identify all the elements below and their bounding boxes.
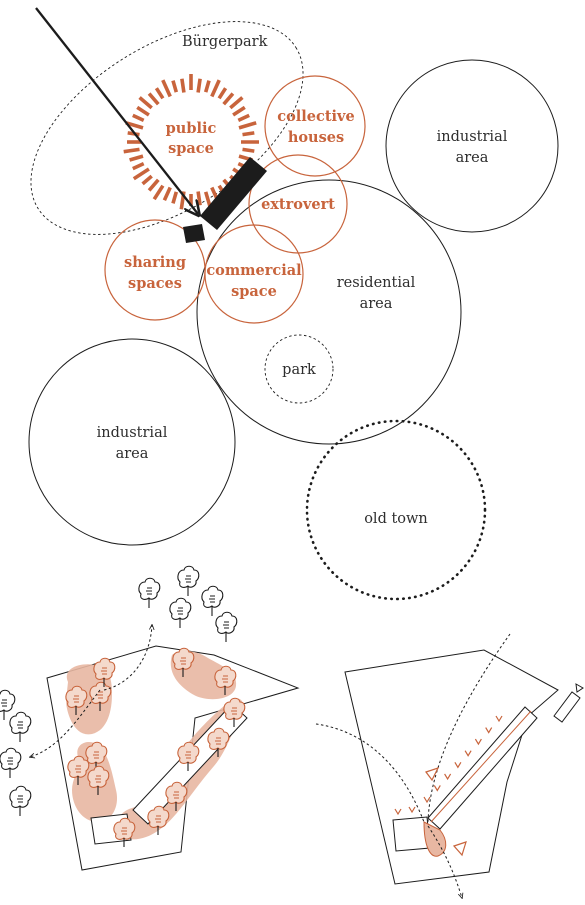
building-short-bar bbox=[183, 224, 205, 243]
access-arrow bbox=[35, 7, 198, 214]
chevron-marker-icon bbox=[444, 773, 452, 781]
entrance-triangle-2 bbox=[452, 841, 467, 857]
sharing-spaces-label-2: spaces bbox=[128, 275, 182, 292]
old-town-label: old town bbox=[364, 511, 428, 527]
chevron-marker-icon bbox=[485, 727, 493, 734]
entrance-triangle-1 bbox=[425, 766, 440, 782]
building-long-bar bbox=[200, 157, 267, 230]
path-north bbox=[427, 633, 511, 823]
entrance-markers bbox=[394, 715, 503, 816]
industrial-area-left-label-1: industrial bbox=[97, 425, 168, 441]
residential-area-label-1: residential bbox=[337, 275, 416, 291]
burst-ray bbox=[229, 96, 244, 110]
buergerpark-ellipse bbox=[30, 21, 304, 235]
commercial-space-label-2: space bbox=[231, 283, 277, 300]
chevron-marker-icon bbox=[408, 806, 416, 814]
burst-ray bbox=[180, 78, 186, 93]
industrial-area-left-label-2: area bbox=[116, 446, 149, 462]
old-town-circle bbox=[305, 419, 487, 601]
burst-ray bbox=[242, 131, 255, 137]
gate-arrow-icon bbox=[575, 683, 584, 693]
public-space-label-1: public bbox=[166, 120, 217, 137]
burst-ray bbox=[237, 113, 250, 123]
burst-ray bbox=[132, 161, 145, 171]
chevron-marker-icon bbox=[394, 808, 402, 816]
chevron-marker-icon bbox=[454, 761, 462, 769]
burst-ray bbox=[203, 191, 212, 208]
park-label: park bbox=[282, 362, 316, 378]
industrial-area-top-label-2: area bbox=[456, 150, 489, 166]
public-space-label-2: space bbox=[168, 140, 214, 157]
commercial-space-circle bbox=[204, 224, 304, 324]
sharing-spaces-label-1: sharing bbox=[124, 254, 186, 271]
industrial-area-top-circle bbox=[385, 59, 559, 233]
gate-element bbox=[553, 691, 581, 723]
collective-houses-label-2: houses bbox=[288, 129, 344, 146]
burst-ray bbox=[138, 96, 153, 110]
chevron-marker-icon bbox=[474, 738, 482, 746]
burst-ray bbox=[161, 79, 172, 98]
extrovert-label: extrovert bbox=[261, 196, 335, 213]
site-outline-right bbox=[344, 649, 559, 885]
access-building-edge bbox=[430, 710, 532, 823]
burst-ray bbox=[141, 174, 153, 186]
path-south-arrow bbox=[427, 825, 462, 898]
chevron-marker-icon bbox=[423, 796, 431, 804]
burst-ray bbox=[171, 191, 179, 204]
burst-ray bbox=[162, 186, 172, 201]
burst-ray bbox=[217, 87, 228, 100]
burst-ray bbox=[238, 121, 257, 130]
burst-ray bbox=[196, 191, 202, 206]
burst-ray bbox=[136, 105, 150, 117]
collective-houses-label-1: collective bbox=[277, 108, 354, 125]
commercial-space-label-1: commercial bbox=[206, 262, 302, 279]
chevron-marker-icon bbox=[464, 750, 472, 757]
residential-area-label-2: area bbox=[360, 296, 393, 312]
industrial-area-top-label-1: industrial bbox=[437, 129, 508, 145]
burst-ray bbox=[147, 92, 160, 106]
chevron-marker-icon bbox=[495, 715, 503, 723]
connection-arrow-west bbox=[30, 689, 101, 757]
burst-ray bbox=[196, 78, 202, 93]
entrance-wedge bbox=[423, 821, 447, 857]
burst-ray bbox=[125, 121, 144, 130]
residential-area-circle bbox=[196, 179, 462, 445]
access-plan bbox=[315, 633, 584, 898]
industrial-area-left-circle bbox=[28, 338, 236, 546]
burst-ray bbox=[242, 147, 255, 153]
burst-ray bbox=[203, 80, 211, 93]
burst-ray bbox=[154, 87, 165, 100]
buergerpark-label: Bürgerpark bbox=[182, 34, 268, 50]
connection-arrow-north bbox=[103, 625, 152, 691]
burst-ray bbox=[232, 105, 246, 117]
chevron-marker-icon bbox=[433, 785, 441, 792]
burst-ray bbox=[152, 184, 165, 201]
burst-ray bbox=[147, 178, 160, 192]
burst-ray bbox=[171, 80, 179, 93]
green-network-plan bbox=[0, 565, 300, 871]
burst-ray bbox=[132, 167, 150, 181]
burst-ray bbox=[222, 92, 235, 106]
collective-houses-circle bbox=[264, 75, 366, 177]
burst-ray bbox=[123, 147, 140, 154]
park-circle bbox=[264, 334, 334, 404]
burst-ray bbox=[129, 154, 144, 162]
path-west bbox=[315, 723, 425, 823]
access-building-bar bbox=[427, 706, 538, 830]
burst-ray bbox=[210, 79, 221, 98]
burst-ray bbox=[132, 113, 145, 123]
